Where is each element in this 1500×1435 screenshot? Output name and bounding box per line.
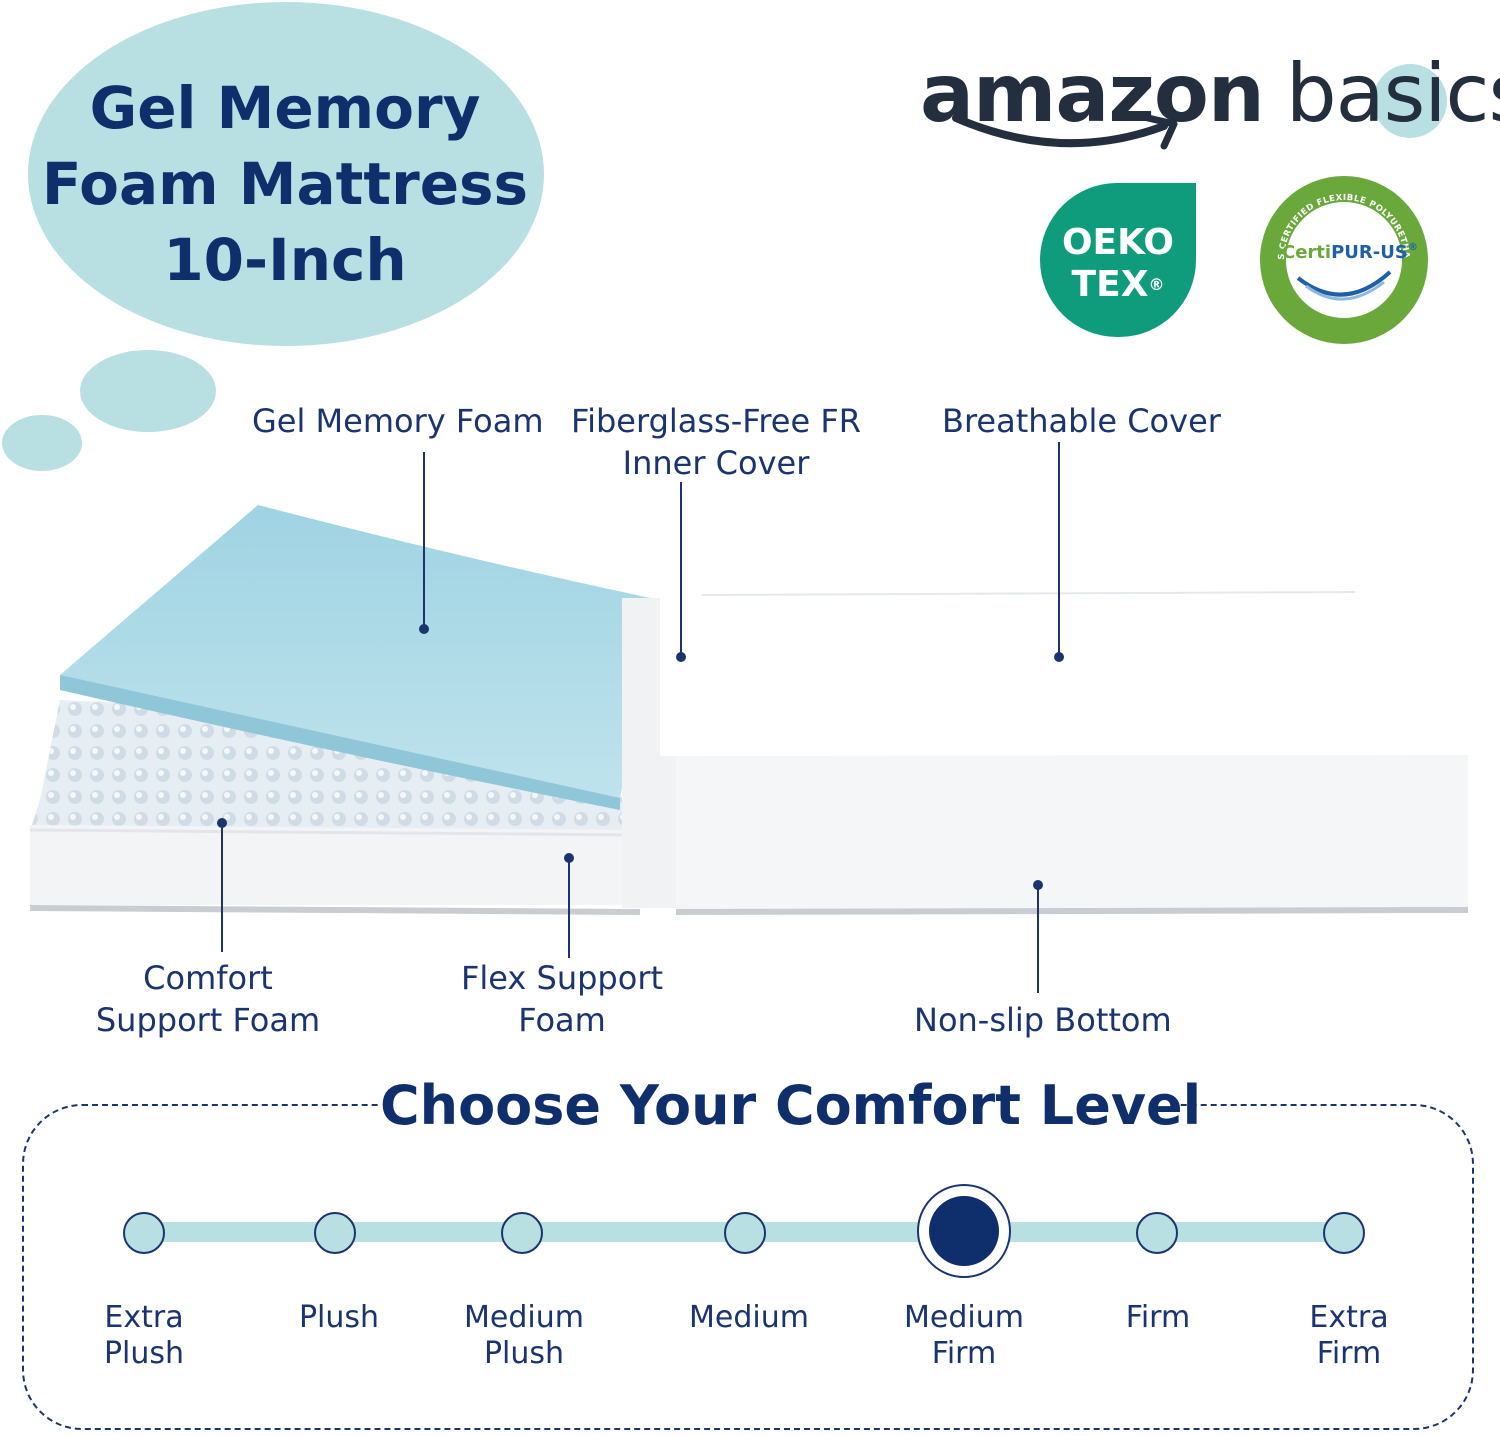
level-label-line2: Firm <box>1316 1336 1382 1371</box>
pointer-line-breathable-cover <box>1058 442 1060 656</box>
label-comfort-support-foam: Comfort Support Foam <box>88 957 328 1041</box>
pointer-line-gel-memory-foam <box>423 452 425 628</box>
oeko-tex-line2: TEX <box>1071 264 1149 305</box>
brand-logo: amazonbasics <box>920 46 1500 142</box>
product-title: Gel Memory Foam Mattress 10-Inch <box>40 70 530 298</box>
pointer-line-flex-support <box>568 858 570 958</box>
oeko-tex-label: OEKO TEX® <box>1040 222 1196 306</box>
pointer-line-comfort-support <box>221 822 223 952</box>
level-label-line2: Firm <box>931 1336 997 1371</box>
comfort-level-label-extra-plush: Extra Plush <box>54 1300 234 1372</box>
brand-accent-dot <box>1373 64 1447 138</box>
comfort-level-plush-marker[interactable] <box>314 1212 356 1254</box>
certipur-registered-mark: ® <box>1407 242 1418 253</box>
oeko-tex-line1: OEKO <box>1061 222 1175 263</box>
comfort-level-extra-plush-marker[interactable] <box>123 1212 165 1254</box>
pointer-line-fr-inner-cover <box>680 482 682 656</box>
comfort-level-firm-marker[interactable] <box>1136 1212 1178 1254</box>
label-flex-support-foam: Flex Support Foam <box>452 957 672 1041</box>
level-label-line1: Firm <box>1125 1300 1191 1335</box>
level-label-line1: Medium <box>689 1300 809 1335</box>
label-fr-inner-cover-line2: Inner Cover <box>622 444 810 482</box>
level-label-line1: Plush <box>298 1300 380 1335</box>
headline-bubble <box>28 2 544 346</box>
label-fr-inner-cover-line1: Fiberglass-Free FR <box>571 402 861 440</box>
level-label-line1: Medium <box>464 1300 584 1335</box>
product-title-line2: Foam Mattress <box>41 150 529 218</box>
oeko-tex-badge <box>1040 183 1196 337</box>
pointer-line-non-slip-bottom <box>1037 885 1039 993</box>
label-non-slip-bottom: Non-slip Bottom <box>914 1001 1172 1039</box>
pointer-dot-gel-memory-foam <box>419 624 429 634</box>
comfort-level-extra-firm-marker[interactable] <box>1323 1212 1365 1254</box>
certipur-label-b: PUR-US <box>1331 242 1408 263</box>
certipur-label-a: Certi <box>1282 242 1332 263</box>
comfort-level-label-medium-plush: Medium Plush <box>434 1300 614 1372</box>
certipur-us-label: CertiPUR-US® <box>1282 242 1418 263</box>
comfort-level-label-medium-firm: Medium Firm <box>874 1300 1054 1372</box>
amazon-smile-arrow-icon <box>952 114 1178 150</box>
brand-word-basics: basics <box>1285 47 1500 140</box>
oeko-tex-registered-mark: ® <box>1148 275 1165 294</box>
thought-bubble-dot-small <box>2 415 82 471</box>
comfort-level-label-plush: Plush <box>249 1300 429 1336</box>
label-fr-inner-cover: Fiberglass-Free FR Inner Cover <box>566 400 866 484</box>
product-title-line3: 10-Inch <box>163 226 407 294</box>
selected-indicator-dot <box>929 1196 999 1266</box>
label-flex-support-line2: Foam <box>518 1001 606 1039</box>
comfort-level-panel <box>22 1104 1474 1430</box>
comfort-level-medium-plush-marker[interactable] <box>501 1212 543 1254</box>
thought-bubble-dot <box>80 350 216 432</box>
label-breathable-cover: Breathable Cover <box>942 402 1221 440</box>
label-comfort-support-line1: Comfort <box>143 959 273 997</box>
pointer-dot-fr-inner-cover <box>676 652 686 662</box>
comfort-level-label-firm: Firm <box>1068 1300 1248 1336</box>
pointer-dot-breathable-cover <box>1054 652 1064 662</box>
label-comfort-support-line2: Support Foam <box>95 1001 321 1039</box>
comfort-level-label-medium: Medium <box>659 1300 839 1336</box>
level-label-line1: Extra <box>104 1300 184 1335</box>
comfort-level-title: Choose Your Comfort Level <box>380 1074 1202 1137</box>
level-label-line1: Extra <box>1309 1300 1389 1335</box>
label-gel-memory-foam: Gel Memory Foam <box>252 402 544 440</box>
comfort-level-label-extra-firm: Extra Firm <box>1259 1300 1439 1372</box>
comfort-level-medium-marker[interactable] <box>724 1212 766 1254</box>
level-label-line2: Plush <box>483 1336 565 1371</box>
label-flex-support-line1: Flex Support <box>460 959 664 997</box>
level-label-line1: Medium <box>904 1300 1024 1335</box>
mattress-illustration <box>29 505 1469 915</box>
certipur-us-badge-icon: CONTAINS CERTIFIED FLEXIBLE POLYURETHANE… <box>1258 174 1428 344</box>
comfort-title-backdrop <box>380 1080 1170 1136</box>
level-label-line2: Plush <box>103 1336 185 1371</box>
product-title-line1: Gel Memory <box>89 74 481 142</box>
